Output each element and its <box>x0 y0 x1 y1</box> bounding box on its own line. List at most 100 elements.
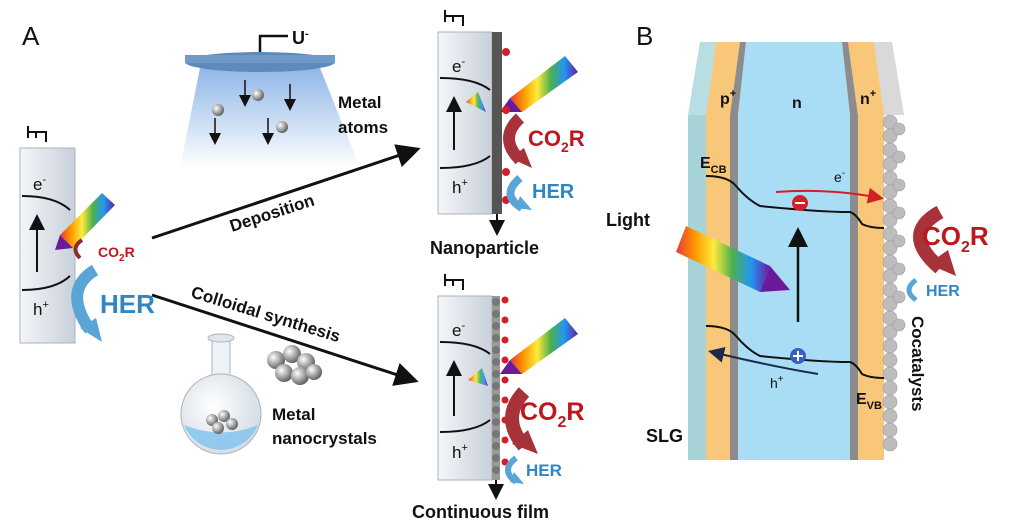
film-electrode: e- h+ CO2R HER <box>437 274 584 500</box>
her-label-bottom: HER <box>526 461 562 480</box>
p-top <box>706 42 740 115</box>
slg-layer <box>688 115 706 460</box>
nanocrystal <box>218 410 230 422</box>
light-beam-tip <box>500 360 522 374</box>
nplus-layer <box>858 115 884 460</box>
metal-atoms-label-2: atoms <box>338 118 388 137</box>
hole-transport-arrow <box>708 347 819 375</box>
light-label: Light <box>606 210 650 230</box>
her-arrowhead <box>510 472 524 484</box>
co2r-arrowhead <box>512 430 538 454</box>
electron-label: e- <box>452 56 465 76</box>
electron-label-b: e- <box>834 168 845 185</box>
metal-atom <box>276 121 288 133</box>
co2r-label-b: CO2R <box>922 221 989 256</box>
junction-top-right <box>842 42 858 115</box>
n-top <box>738 42 850 115</box>
device-stack <box>688 42 906 460</box>
panel-b-letter: B <box>636 21 653 51</box>
electron-transport-arrow <box>775 187 884 204</box>
nanocrystal-cluster <box>267 345 322 385</box>
ground-icon <box>27 126 47 142</box>
hole-label: h+ <box>33 299 49 319</box>
her-arrow-left <box>71 264 99 334</box>
her-arrow-b <box>906 277 918 303</box>
flask-group <box>180 333 262 455</box>
flask-neck <box>211 337 231 379</box>
her-arrowhead-left <box>80 318 102 342</box>
conduction-band <box>439 77 491 91</box>
metal-layer <box>492 32 502 214</box>
valence-band <box>705 325 885 379</box>
nanocrystal <box>226 418 238 430</box>
slg-label: SLG <box>646 426 683 446</box>
metal-atom <box>252 89 264 101</box>
cocatalyst-particles <box>882 114 906 452</box>
vapor-cone <box>180 68 360 168</box>
co2r-label-bottom: CO2R <box>520 398 584 431</box>
her-label-top: HER <box>532 181 575 203</box>
her-label-left: HER <box>100 289 155 319</box>
nplus-top <box>848 42 884 115</box>
semiconductor-block <box>437 31 493 215</box>
metal-nanocrystals-label-1: Metal <box>272 405 315 424</box>
semiconductor-block <box>437 295 493 481</box>
conduction-band <box>439 341 491 355</box>
flask-rim <box>207 333 235 343</box>
cocatalyst-top <box>874 42 904 115</box>
co2r-arrowhead <box>510 148 532 168</box>
slg-top <box>688 42 716 115</box>
colloidal-arrow <box>151 293 419 386</box>
nanoparticle-label: Nanoparticle <box>430 238 539 258</box>
metal-nanocrystals-label-2: nanocrystals <box>272 429 377 448</box>
metal-atoms-label-1: Metal <box>338 93 381 112</box>
small-light-beam <box>466 92 486 112</box>
metal-atom <box>212 104 224 116</box>
valence-band <box>439 419 491 433</box>
ground-icon <box>444 10 464 26</box>
light-beam-b-tip <box>760 266 790 292</box>
ecb-label: ECB <box>700 155 727 176</box>
nanoparticle-electrode: e- h+ CO2R HER <box>437 10 585 236</box>
target-plate <box>185 55 335 63</box>
panel-a-letter: A <box>22 21 40 51</box>
electron-label: e- <box>452 320 465 340</box>
light-beam <box>510 318 578 374</box>
n-label: n <box>792 95 802 112</box>
p-layer <box>706 115 730 460</box>
her-label-b: HER <box>926 283 960 300</box>
film-particles <box>492 298 500 474</box>
hole-label-b: h+ <box>770 374 784 391</box>
voltage-wire <box>258 34 288 52</box>
junction-left <box>730 115 738 460</box>
nanocrystal <box>212 422 224 434</box>
light-beam <box>510 56 578 112</box>
her-arrowhead <box>516 196 532 210</box>
small-light-beam <box>468 368 488 386</box>
voltage-label: U- <box>292 28 309 48</box>
junction-right <box>850 115 858 460</box>
ground-icon <box>444 274 464 290</box>
p-plus-label: p+ <box>720 88 736 108</box>
hole-label: h+ <box>452 177 468 197</box>
conduction-band <box>21 195 71 211</box>
evb-label: EVB <box>856 391 882 412</box>
n-plus-label: n+ <box>860 88 876 108</box>
co2r-label-left: CO2R <box>98 244 135 264</box>
left-electrode: e- h+ CO2R HER <box>19 126 155 344</box>
flask-liquid <box>184 425 258 450</box>
light-beam <box>60 193 115 248</box>
co2r-arrowhead-b <box>928 250 956 276</box>
co2r-arrow-small <box>73 238 84 260</box>
junction-top-left <box>730 42 746 115</box>
deposition-chamber: U- Metal atoms <box>180 28 388 168</box>
valence-band <box>439 155 491 169</box>
continuous-film-label: Continuous film <box>412 502 549 522</box>
light-beam-tip <box>55 235 73 250</box>
light-beam-b <box>676 226 770 292</box>
electron-label: e- <box>33 174 46 194</box>
film-catalyst-dots <box>501 296 509 466</box>
deposition-arrow <box>151 144 421 240</box>
co2r-label-top: CO2R <box>528 126 585 155</box>
